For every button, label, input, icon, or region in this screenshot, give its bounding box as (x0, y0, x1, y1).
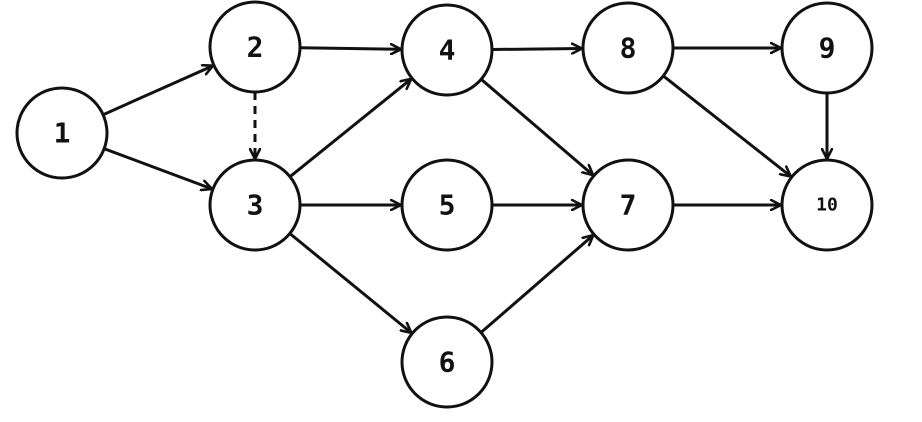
node-label-4: 4 (439, 34, 456, 67)
node-label-9: 9 (819, 32, 836, 65)
node-2: 2 (208, 0, 302, 94)
node-circle-6 (400, 315, 494, 409)
node-label-6: 6 (439, 346, 456, 379)
node-label-10: 10 (816, 195, 838, 216)
edge-4-to-7 (480, 78, 593, 175)
node-circle-9 (780, 1, 874, 95)
node-5: 5 (400, 158, 494, 252)
node-circle-4 (400, 3, 494, 97)
node-circle-10 (780, 158, 874, 252)
edge-3-to-6 (288, 232, 412, 333)
node-label-2: 2 (247, 31, 264, 64)
edge-1-to-3 (103, 147, 212, 189)
node-circle-8 (581, 1, 675, 95)
nodes: 1 2 3 4 5 6 7 8 9 10 (15, 0, 874, 409)
node-4: 4 (400, 3, 494, 97)
edge-6-to-7 (480, 235, 593, 334)
node-7: 7 (581, 158, 675, 252)
node-3: 3 (208, 158, 302, 252)
node-label-3: 3 (247, 189, 264, 222)
node-label-8: 8 (620, 32, 637, 65)
edge-4-to-8 (491, 49, 582, 50)
node-circle-3 (208, 158, 302, 252)
edge-2-to-4 (299, 48, 401, 50)
node-9: 9 (780, 1, 874, 95)
node-circle-1 (15, 86, 109, 180)
node-10: 10 (780, 158, 874, 252)
node-label-5: 5 (439, 189, 456, 222)
node-6: 6 (400, 315, 494, 409)
edges (102, 48, 827, 334)
node-8: 8 (581, 1, 675, 95)
edge-1-to-2 (102, 66, 213, 117)
node-circle-5 (400, 158, 494, 252)
edge-3-to-4 (289, 79, 411, 178)
node-label-1: 1 (54, 117, 71, 150)
node-circle-7 (581, 158, 675, 252)
node-circle-2 (208, 0, 302, 94)
node-1: 1 (15, 86, 109, 180)
edge-8-to-10 (662, 74, 791, 177)
node-label-7: 7 (620, 189, 637, 222)
